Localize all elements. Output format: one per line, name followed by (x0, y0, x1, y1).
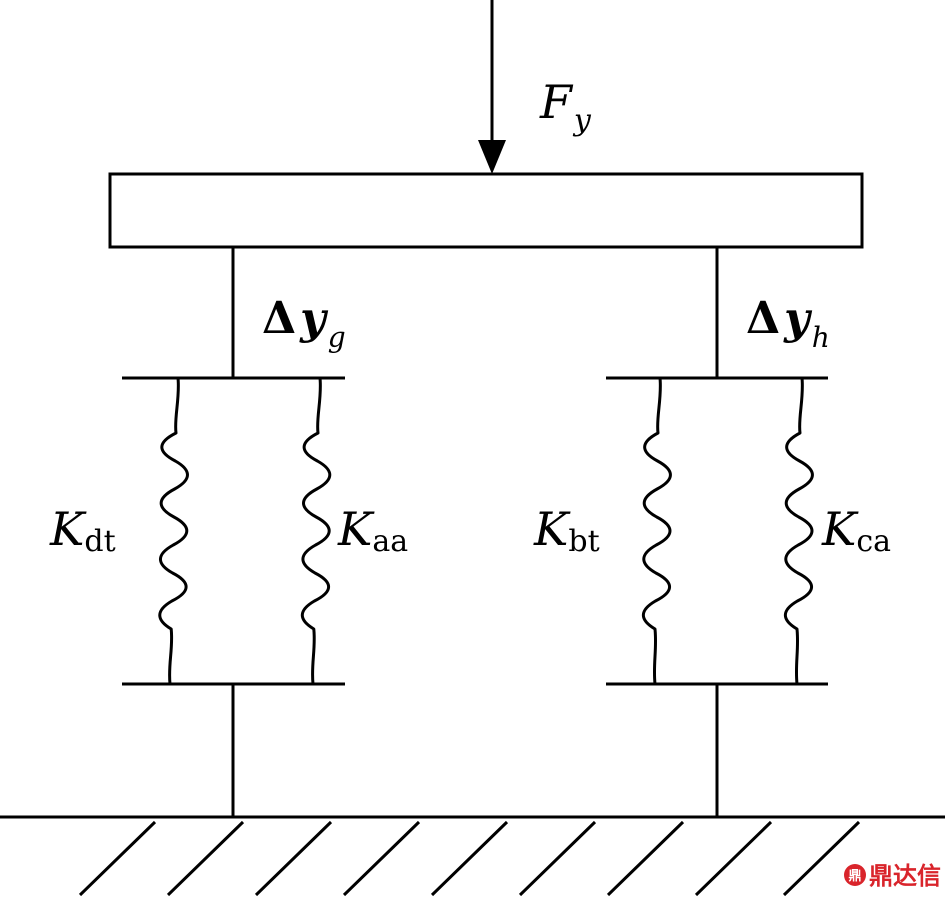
ground-hatch-line (606, 820, 685, 897)
watermark-logo-icon (844, 864, 866, 886)
spring-dt (158, 377, 189, 685)
spring-symbol-dt: K (49, 502, 87, 556)
spring-symbol-ca: K (821, 502, 859, 556)
spring-symbol-bt: K (533, 502, 571, 556)
spring-label-dt: Kdt (49, 502, 116, 559)
spring-label-bt: Kbt (533, 502, 600, 559)
spring-symbol-aa: K (337, 502, 375, 556)
spring-label-aa: Kaa (337, 502, 408, 559)
spring-subscript-dt: dt (84, 524, 115, 559)
displacement-symbol-right: y (783, 293, 813, 344)
load-beam (108, 172, 864, 249)
watermark-logo-glyph: 鼎 (848, 869, 861, 884)
spring-subscript-ca: ca (856, 524, 891, 559)
ground-hatching (78, 820, 861, 897)
force-arrow (478, 0, 506, 174)
watermark: 鼎 鼎达信 (844, 862, 941, 890)
displacement-label-right: Δyh (746, 293, 830, 354)
displacement-label-left: Δyg (262, 293, 346, 354)
spring-subscript-aa: aa (372, 524, 408, 559)
ground-hatch-line (342, 820, 421, 897)
spring-aa (300, 377, 332, 685)
displacement-delta-left: Δ (262, 293, 296, 344)
spring-bt (641, 377, 672, 685)
displacement-delta-right: Δ (746, 293, 780, 344)
displacement-symbol-left: y (299, 293, 329, 344)
spring-subscript-bt: bt (568, 524, 599, 559)
displacement-subscript-left: g (328, 321, 346, 354)
ground-hatch-line (254, 820, 333, 897)
force-symbol: F (539, 75, 574, 129)
watermark-text: 鼎达信 (869, 862, 941, 890)
ground (0, 815, 945, 897)
ground-hatch-line (430, 820, 509, 897)
ground-hatch-line (782, 820, 861, 897)
ground-hatch-line (518, 820, 597, 897)
force-subscript: y (572, 103, 592, 138)
ground-hatch-line (78, 820, 157, 897)
spring-label-ca: Kca (821, 502, 891, 559)
ground-hatch-line (694, 820, 773, 897)
displacement-subscript-right: h (812, 321, 830, 354)
spring-ca (783, 377, 814, 685)
ground-hatch-line (166, 820, 245, 897)
force-label: Fy (539, 75, 592, 138)
